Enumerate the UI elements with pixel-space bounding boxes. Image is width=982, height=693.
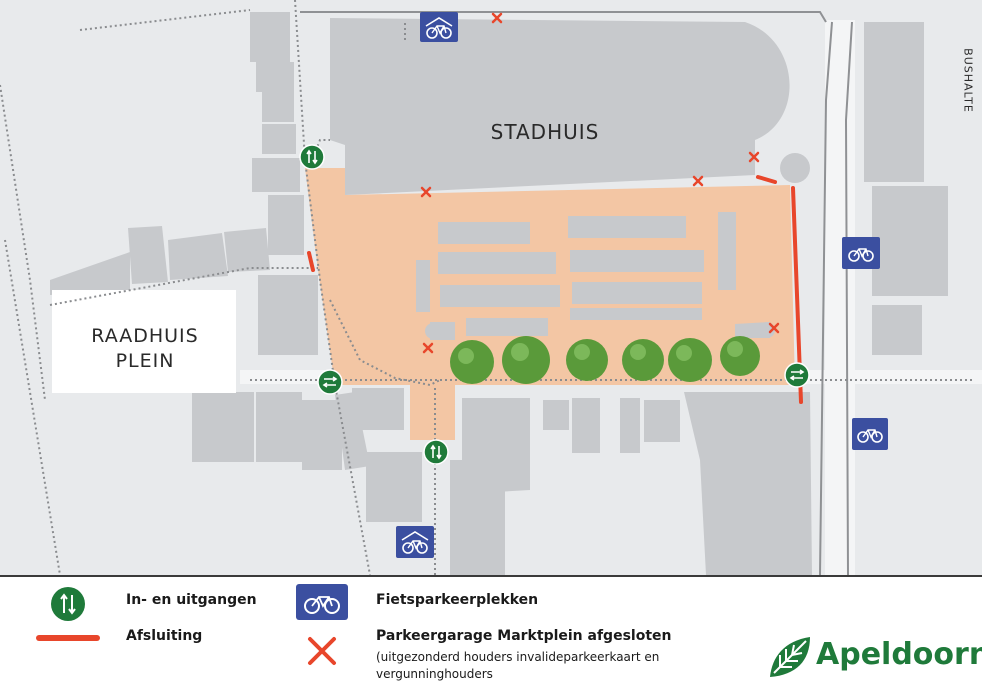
entry-icon (423, 439, 449, 465)
road-edges (300, 11, 853, 575)
raadhuisplein-label-line2: PLEIN (115, 350, 175, 372)
legend-entries-label: In- en uitgangen (126, 592, 257, 608)
bike-parking-icon (420, 12, 458, 42)
dotted-paths (0, 0, 975, 575)
stadhuis-label: STADHUIS (490, 120, 600, 144)
legend-bike-label: Fietsparkeerplekken (376, 592, 539, 608)
legend: In- en uitgangen Afsluiting Fietsparkeer… (0, 575, 982, 693)
bushalte-label: BUSHALTE (961, 48, 975, 113)
entry-icon (317, 369, 343, 395)
parking-rows (416, 153, 810, 340)
bike-parking-icon (842, 237, 880, 269)
bike-parking-icon (396, 526, 434, 558)
raadhuisplein-label-line1: RAADHUIS (91, 325, 199, 347)
legend-bike-icon (296, 584, 348, 620)
buildings (50, 12, 948, 575)
bike-parking-icon (852, 418, 888, 450)
stadhuis-building (330, 18, 790, 195)
brand-name: Apeldoorn (816, 637, 982, 672)
legend-garage-note-line1: (uitgezonderd houders invalideparkeerkaa… (376, 650, 660, 664)
legend-closure-swatch (36, 635, 100, 641)
legend-closure-label: Afsluiting (126, 628, 203, 644)
legend-entry-icon (51, 587, 85, 621)
garage-x-markers (420, 12, 780, 354)
city-map (0, 0, 982, 575)
legend-garage-label: Parkeergarage Marktplein afgesloten (376, 628, 672, 644)
entry-icon (299, 144, 325, 170)
apeldoorn-logo: Apeldoorn (766, 633, 982, 683)
legend-garage-note-line2: vergunninghouders (376, 667, 493, 681)
entry-icons (299, 144, 810, 465)
entry-icon (784, 362, 810, 388)
raadhuisplein-block (52, 290, 236, 393)
leaf-icon (770, 637, 810, 677)
trees (450, 336, 760, 384)
legend-garage-x-icon (306, 635, 338, 667)
bike-parking-icons (396, 12, 888, 558)
